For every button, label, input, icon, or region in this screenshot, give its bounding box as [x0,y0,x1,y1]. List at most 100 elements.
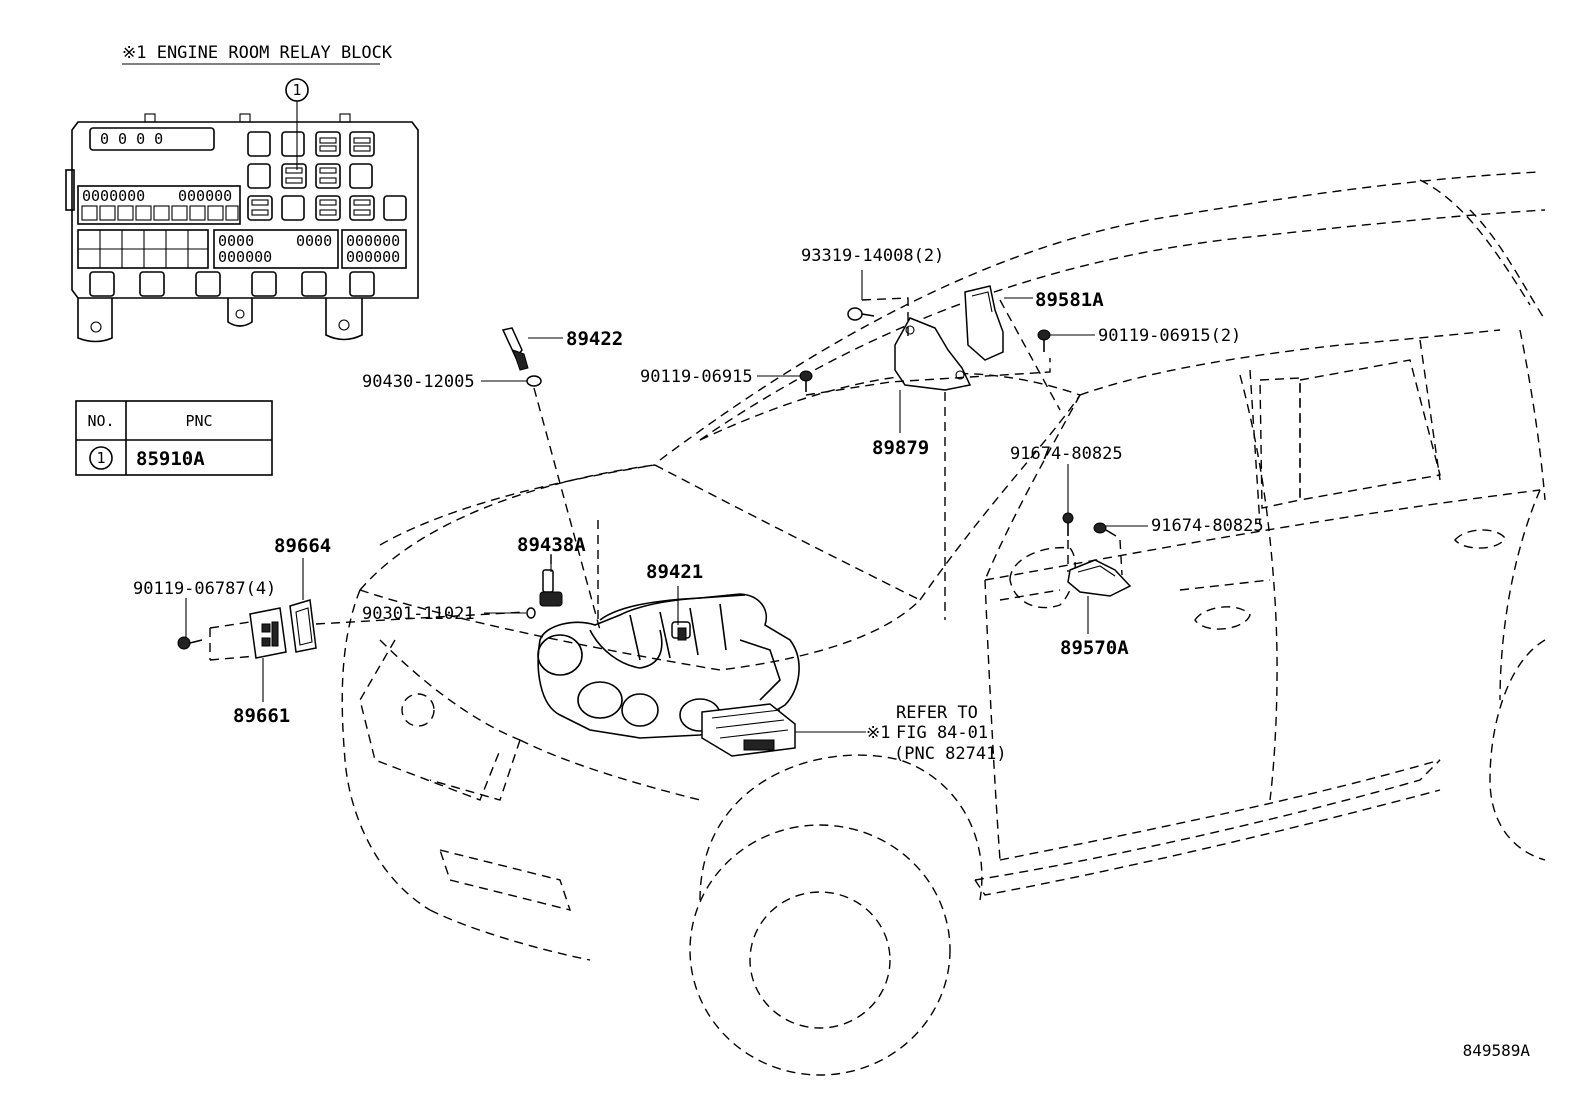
dash-89664-to-engine [315,611,526,625]
step-board-lower [974,789,1441,896]
label-89570A: 89570A [1060,637,1129,659]
label-90301-11021: 90301-11021 [362,604,475,624]
mount-tab-right [325,298,363,341]
part-89438A[interactable] [539,569,563,607]
vehicle-outline [341,171,1546,1076]
dash-89570A-bolts [1067,539,1123,576]
engine-assembly [537,593,800,739]
part-89664[interactable] [289,599,317,653]
door-crease [1179,579,1271,591]
label-91674-80825-b: 91674-80825 [1151,516,1264,536]
side-mirror [1009,546,1076,609]
pnc-header-no: NO. [87,412,114,430]
part-89421[interactable] [671,621,691,641]
bolt-91674-lower[interactable] [1093,522,1117,537]
screw-90119-06787[interactable] [177,636,203,650]
label-89438A: 89438A [517,534,586,556]
rear-window [1299,359,1441,501]
hood-edge [379,464,656,546]
pnc-header-pnc: PNC [185,412,212,430]
intake-top [599,594,746,621]
label-93319-14008: 93319-14008(2) [801,246,944,266]
bumper-lower [429,909,591,961]
a-pillar [919,394,1081,601]
pnc-table: NO. PNC 1 85910A [75,400,273,476]
rear-door-handle [1454,529,1506,549]
part-89581A[interactable] [964,285,1004,361]
callout-number-1: 1 [292,81,301,99]
part-labels: 89422 90430-12005 93319-14008(2) 89581A … [133,246,1264,727]
label-90430-12005: 90430-12005 [362,372,475,392]
dash-bracket-frame [805,297,1051,396]
part-89661[interactable] [249,607,287,659]
label-89422: 89422 [566,328,623,350]
part-89570A[interactable] [1067,559,1132,597]
part-89879[interactable] [894,317,972,391]
reference-note: REFER TO ※1 FIG 84-01 (PNC 82741) [866,703,1007,764]
front-door-leading [984,579,1001,861]
relay-grid [247,131,407,221]
front-face [341,589,431,911]
washer-90301[interactable] [526,607,536,619]
fuse-text-1: 0 0 0 0 [100,130,163,148]
engine-room-relay-block[interactable] [701,703,796,757]
fuse-text-2: 0000000 [82,187,145,205]
figure-id: 849589A [1463,1041,1531,1060]
part-89422[interactable] [501,327,529,371]
front-door-window-front [984,394,1081,581]
pnc-table-frame [75,400,273,476]
fuse-window [89,127,215,151]
grille [359,639,501,801]
mount-hole-left [90,321,102,333]
leader-lines [185,270,1148,702]
engine-block [537,593,800,739]
front-hub [749,891,891,1029]
left-fuse-bank [77,185,241,225]
rocker-line [999,759,1441,861]
side-clip [65,169,75,211]
hood-front [359,464,656,591]
label-89421: 89421 [646,561,703,583]
label-90119-06787: 90119-06787(4) [133,579,276,599]
bolt-90119-06915-right[interactable] [1037,329,1051,352]
top-clip-1 [144,113,156,123]
intake-runners [629,603,727,661]
sensor-89422-body [501,327,523,360]
bolt-90119-06915-left[interactable] [799,370,813,392]
washer-90430[interactable] [526,375,542,387]
b-pillar [1249,369,1261,526]
door-split [1239,374,1278,801]
pnc-row-circle [89,446,113,470]
relay-block-inset: ※1 ENGINE ROOM RELAY BLOCK 1 0 0 0 0 [65,43,419,343]
relay-block-body [71,121,419,299]
bolt-93319[interactable] [847,307,875,321]
label-90119-06915: 90119-06915 [640,367,753,387]
rear-wheel [1489,639,1546,861]
dash-89422-to-engine [533,387,601,631]
fuse-text-5: 000000 [218,248,272,266]
fuse-bank-cells [81,205,239,221]
headlamp [429,739,521,801]
mid-window [1259,377,1301,509]
fuse-text-5c: 000000 [346,248,400,266]
label-90119-06915-2: 90119-06915(2) [1098,326,1241,346]
roof-line-front [659,171,1541,461]
fog-lamp [438,849,572,911]
reference-line-2: FIG 84-01 [896,723,988,743]
throttle-body [589,629,663,669]
roof-rear-edge [1419,179,1531,306]
label-89664: 89664 [274,535,331,557]
bolt-91674-upper[interactable] [1062,512,1074,536]
reference-marker: ※1 [866,723,890,743]
front-wheel [689,824,951,1076]
emblem [401,693,435,727]
relay-block-title: ※1 ENGINE ROOM RELAY BLOCK [122,43,393,63]
grille-top [379,639,521,741]
mount-tab-mid [227,298,253,327]
beltline [984,489,1541,581]
reference-line-3: (PNC 82741) [894,744,1007,764]
step-board [974,759,1441,881]
fuse-text-5b: 000000 [346,232,400,250]
engine-pulley-3 [621,693,659,727]
lower-bank-mid [213,229,339,269]
